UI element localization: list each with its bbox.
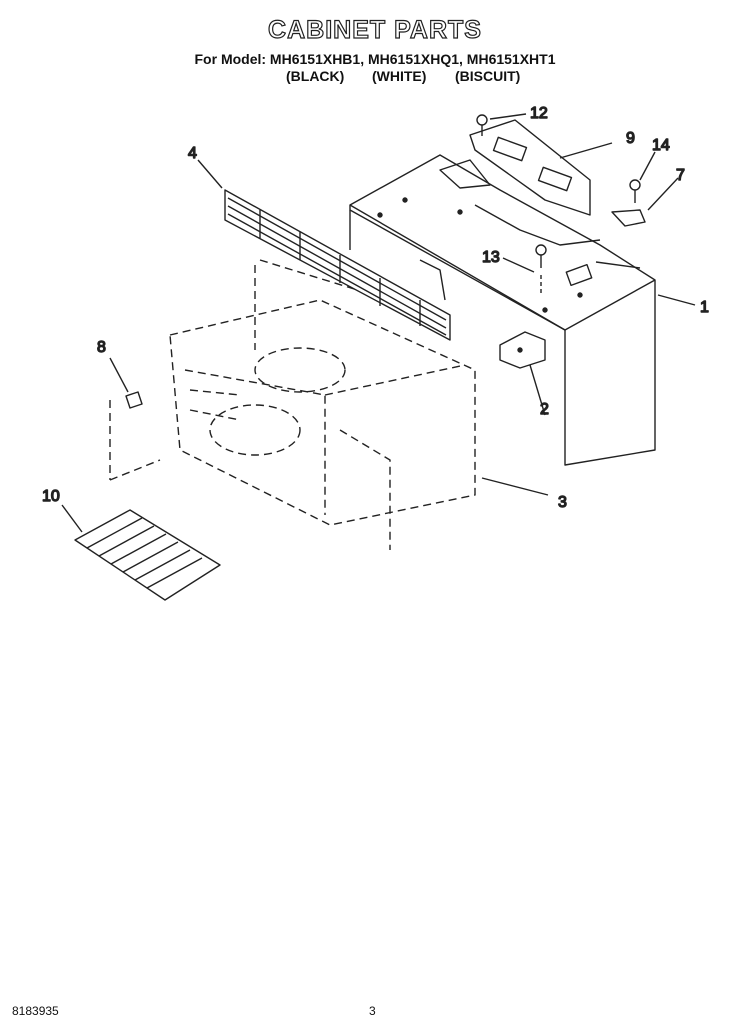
screw-13: [535, 244, 547, 295]
callout-13: 13: [482, 249, 500, 266]
page-number: 3: [369, 1004, 376, 1018]
callout-10: 10: [42, 488, 60, 505]
callout-8: 8: [97, 339, 106, 356]
part-1-cabinet: [349, 154, 656, 466]
part-9-top-plate: [469, 119, 591, 216]
part-4-vent-grille: [224, 189, 451, 341]
color-biscuit: (BISCUIT): [455, 68, 521, 84]
callout-14: 14: [652, 137, 670, 154]
part-3-cavity: [109, 259, 476, 550]
screw-12: [476, 114, 488, 136]
color-black: (BLACK): [286, 68, 345, 84]
part-10-rack: [74, 509, 221, 601]
color-white: (WHITE): [372, 68, 427, 84]
part-8-clip: [125, 391, 143, 409]
page-title: CABINET PARTS: [267, 15, 482, 44]
model-line: For Model: MH6151XHB1, MH6151XHQ1, MH615…: [194, 51, 556, 67]
screw-14: [629, 179, 641, 203]
callout-2: 2: [540, 401, 549, 418]
document-number: 8183935: [12, 1004, 59, 1018]
color-variants: (BLACK) (WHITE) (BISCUIT): [0, 68, 750, 86]
callout-12: 12: [530, 105, 548, 122]
callout-4: 4: [188, 145, 197, 162]
leader-lines: [61, 113, 696, 533]
callout-7: 7: [676, 167, 685, 184]
callout-1: 1: [700, 299, 709, 316]
part-7-bracket: [611, 209, 646, 227]
part-2-bracket: [499, 331, 546, 369]
callout-3: 3: [558, 494, 567, 511]
callout-9: 9: [626, 130, 635, 147]
